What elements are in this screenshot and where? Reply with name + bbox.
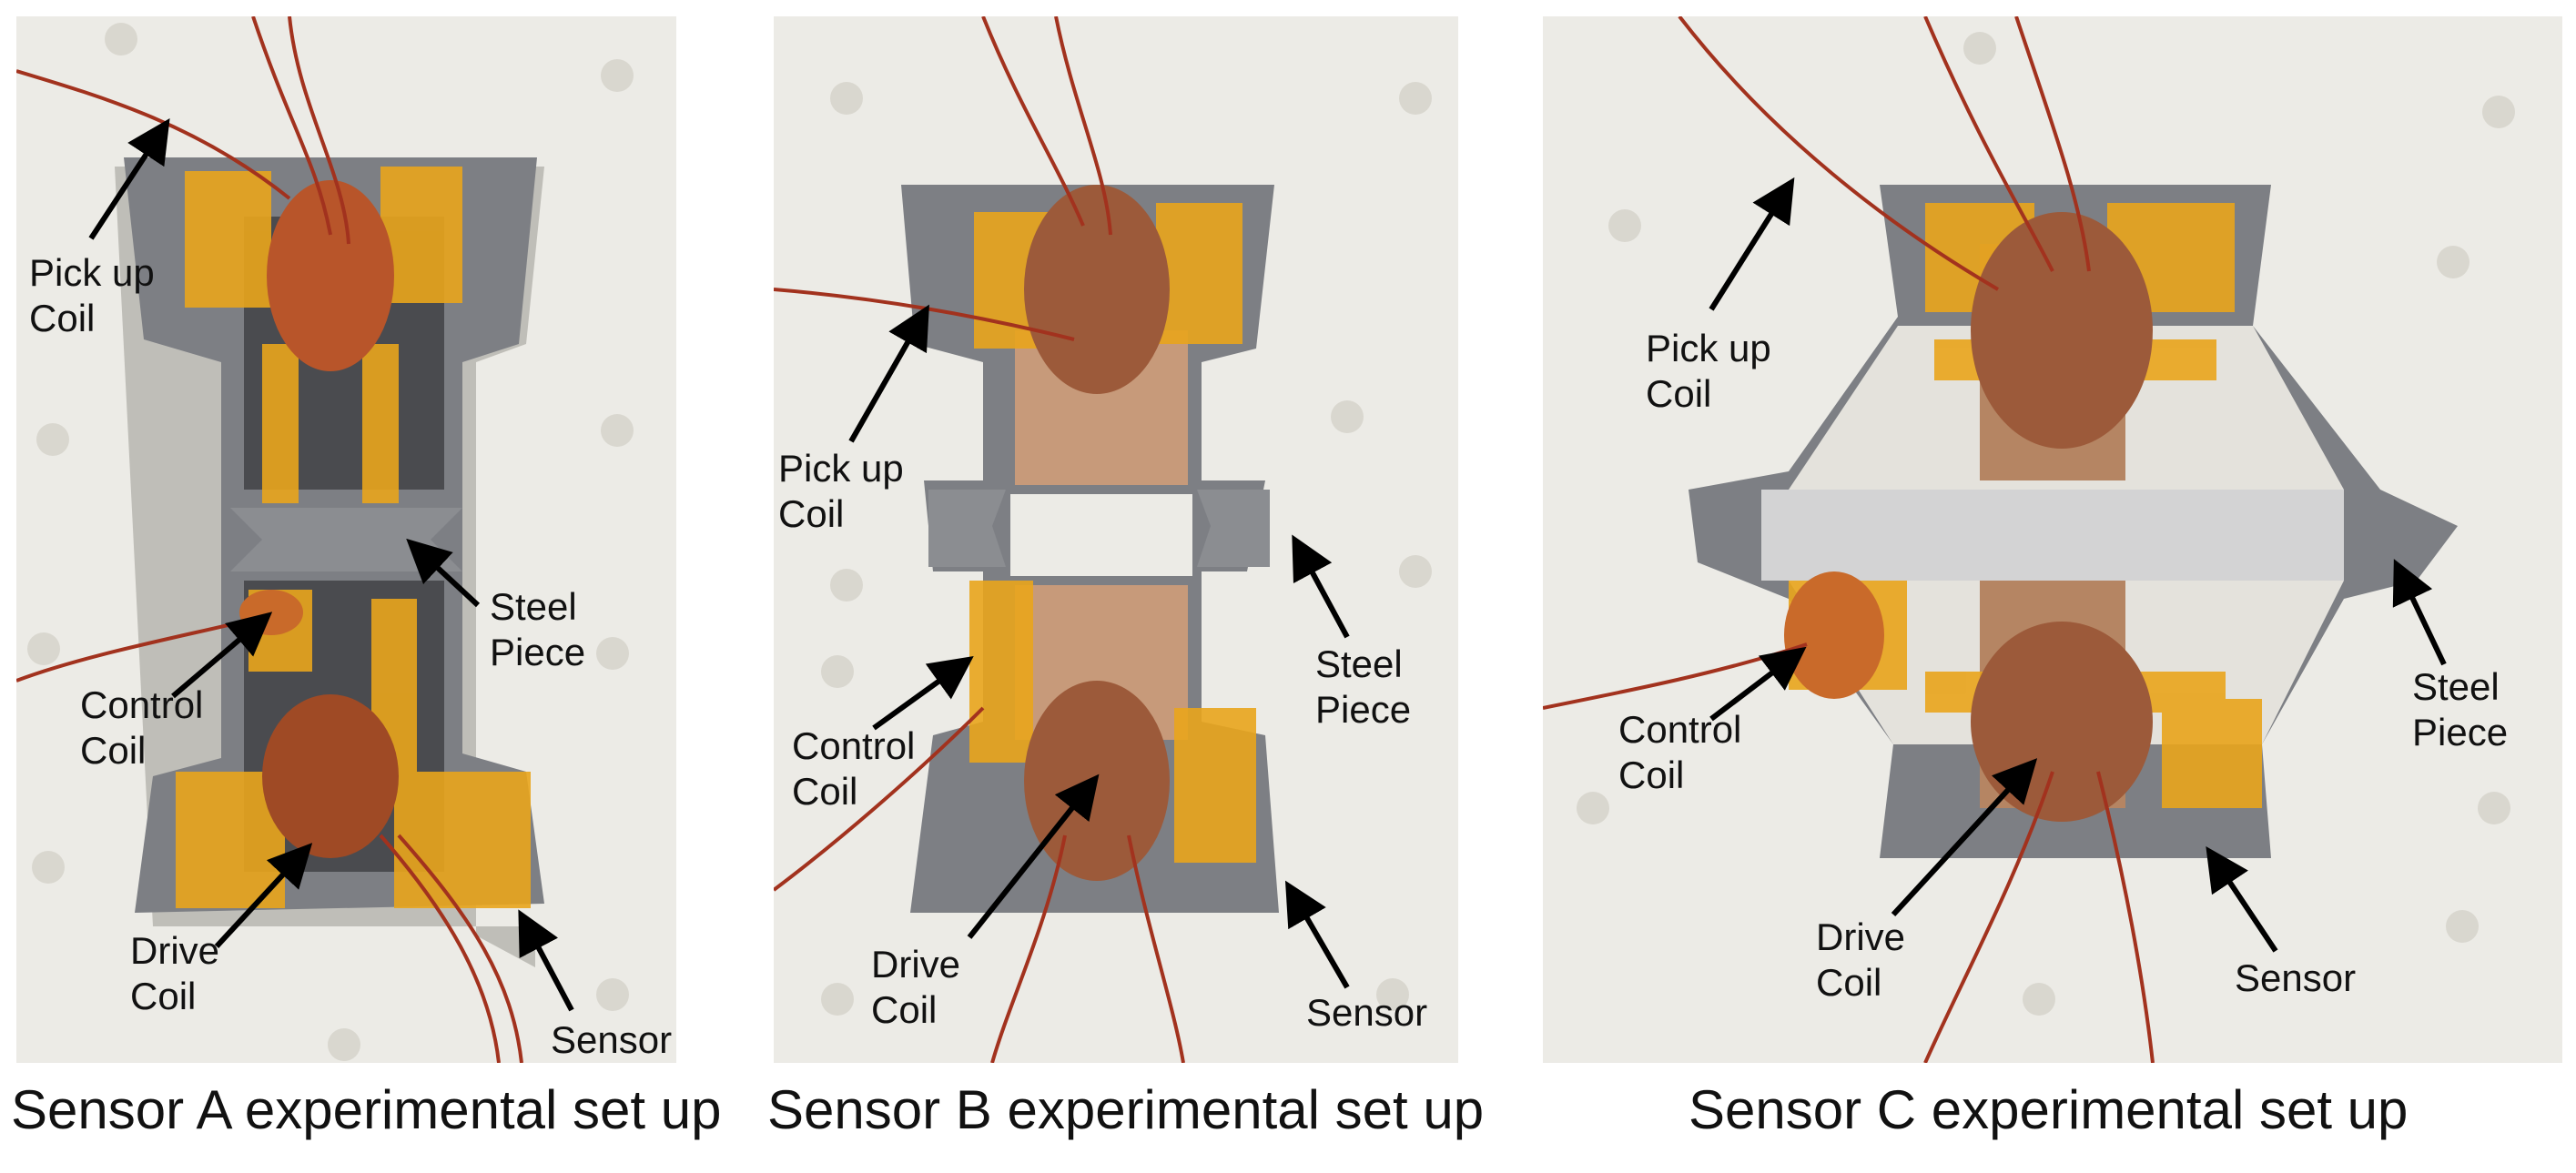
label-a-steel-piece: Steel Piece: [490, 585, 586, 673]
sensor-b-illustration: [774, 16, 1458, 1063]
label-b-steel-piece: Steel Piece: [1315, 642, 1412, 731]
caption-sensor-c: Sensor C experimental set up: [1689, 1079, 2409, 1140]
label-a-pickup-coil: Pick up Coil: [29, 251, 155, 339]
label-c-steel-piece: Steel Piece: [2412, 665, 2509, 753]
label-a-drive-coil: Drive Coil: [130, 929, 220, 1017]
caption-sensor-a: Sensor A experimental set up: [11, 1079, 722, 1140]
label-c-drive-coil: Drive Coil: [1816, 915, 1906, 1004]
label-c-pickup-coil: Pick up Coil: [1646, 327, 1771, 415]
label-a-sensor: Sensor: [551, 1018, 673, 1061]
label-b-drive-coil: Drive Coil: [871, 943, 961, 1031]
label-c-control-coil: Control Coil: [1618, 708, 1742, 796]
label-a-control-coil: Control Coil: [80, 683, 204, 772]
caption-sensor-b: Sensor B experimental set up: [767, 1079, 1485, 1140]
label-c-sensor: Sensor: [2235, 956, 2357, 999]
label-b-control-coil: Control Coil: [792, 724, 916, 813]
photo-sensor-b: [774, 16, 1458, 1063]
label-b-pickup-coil: Pick up Coil: [778, 447, 904, 535]
sensor-a-illustration: [16, 16, 676, 1063]
photo-sensor-c: [1543, 16, 2562, 1063]
sensor-c-illustration: [1543, 16, 2562, 1063]
photo-sensor-a: [16, 16, 676, 1063]
label-b-sensor: Sensor: [1306, 991, 1428, 1034]
